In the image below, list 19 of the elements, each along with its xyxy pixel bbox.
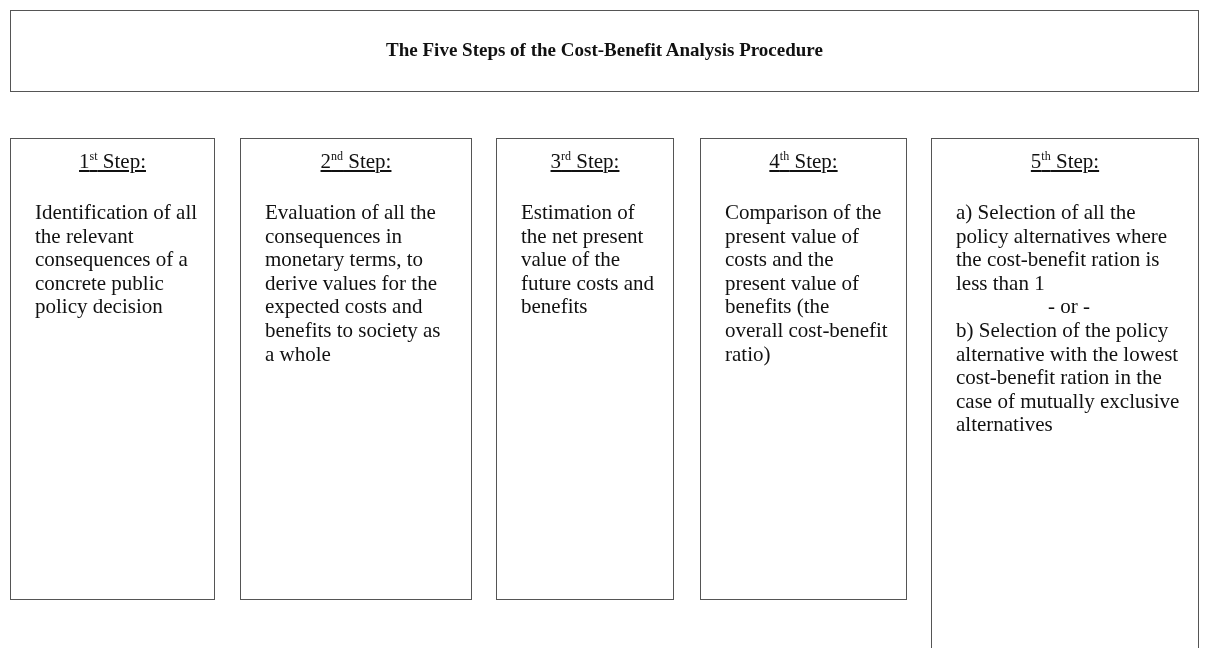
step-box bbox=[496, 138, 674, 600]
step-box bbox=[931, 138, 1199, 648]
step-description: b) Selection of the policy alternative with the lowest cost-benefit ration in the case of mutually exclusive alternatives bbox=[955, 318, 1181, 437]
step-description: Estimation of the net present value of the future costs and benefits bbox=[520, 201, 655, 319]
step-description: Comparison of the present value of costs and the present value of benefits (the overall cost-benefit ratio) bbox=[724, 201, 889, 367]
step-description: Evaluation of all the consequences in monetary terms, to derive values for the expected costs and benefits to society as a whole bbox=[264, 201, 442, 367]
step-heading: 2$^{nd}$ Step: bbox=[319, 149, 393, 174]
separator-text: - or - bbox=[1047, 295, 1091, 319]
step-description: Identification of all the relevant consequences of a concrete public policy decision bbox=[34, 201, 199, 319]
step-heading: 5$^{th}$ Step: bbox=[1029, 149, 1101, 174]
step-description: a) Selection of all the policy alternatives where the cost-benefit ration is less than 1 bbox=[955, 201, 1169, 296]
step-heading: 4$^{th}$ Step: bbox=[768, 149, 839, 174]
step-heading: 1$^{st}$ Step: bbox=[78, 149, 147, 174]
title-box bbox=[10, 10, 1199, 92]
step-box bbox=[700, 138, 907, 600]
step-box bbox=[10, 138, 215, 600]
step-heading: 3$^{rd}$ Step: bbox=[549, 149, 621, 174]
step-box bbox=[240, 138, 472, 600]
title-text: The Five Steps of the Cost-Benefit Analysis Procedure bbox=[385, 39, 824, 61]
